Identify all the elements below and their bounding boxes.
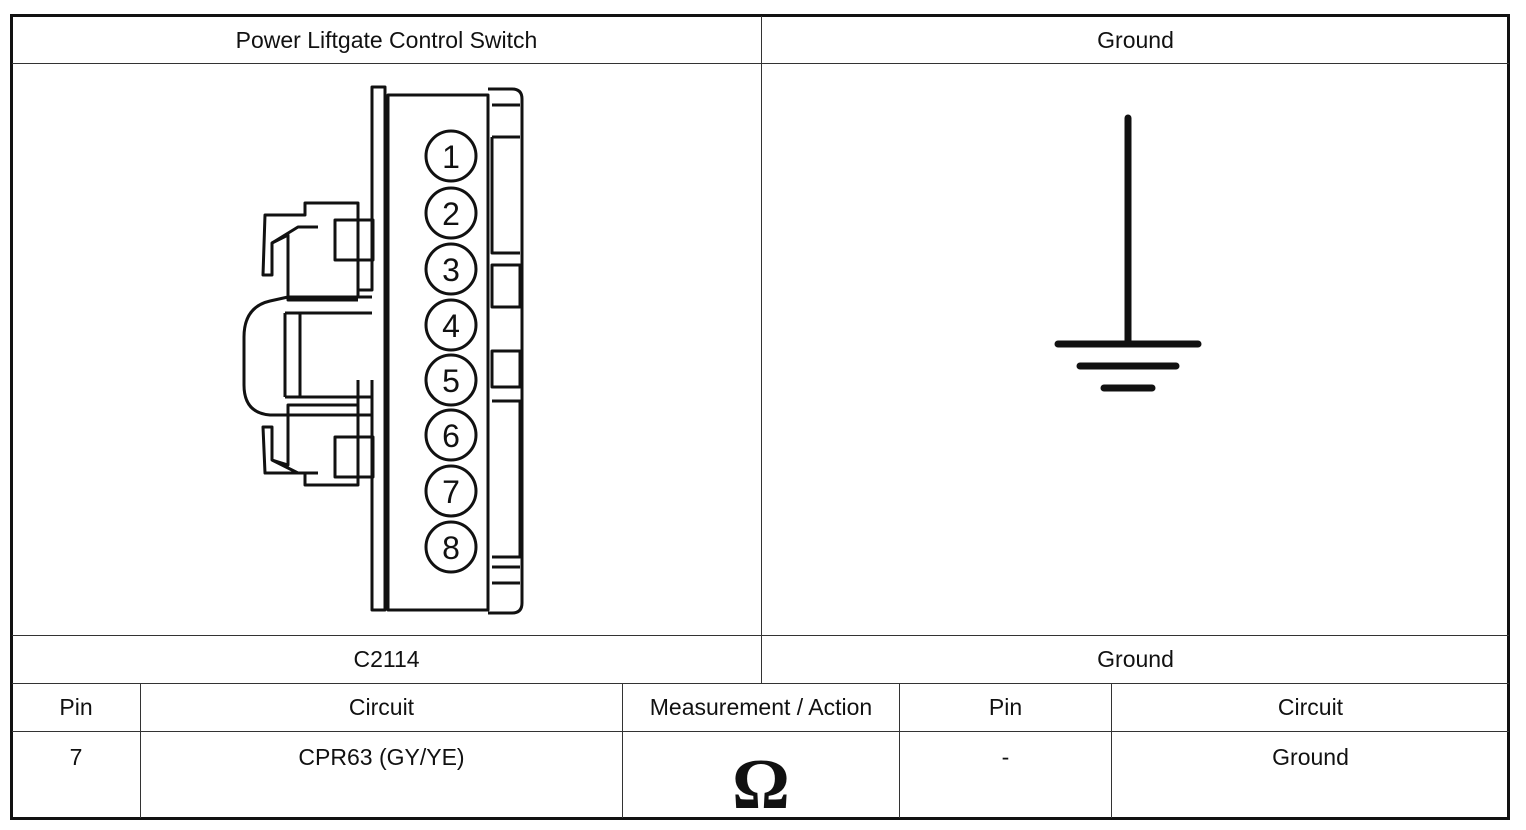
divider-col-1 (140, 684, 141, 818)
divider-center (761, 16, 762, 684)
column-header-circuit-a: Circuit (348, 694, 415, 720)
connector-id-right: Ground (1097, 646, 1174, 672)
row-pin-a: 7 (69, 744, 83, 770)
pin-5-label: 5 (442, 363, 460, 399)
pin-7-label: 7 (442, 474, 460, 510)
row-circuit-a: CPR63 (GY/YE) (298, 744, 465, 770)
column-header-pin-b: Pin (988, 694, 1023, 720)
divider-col-3 (899, 684, 900, 818)
pin-5-circle (424, 353, 478, 407)
ground-symbol-icon (1054, 114, 1202, 392)
pin-6-label: 6 (442, 418, 460, 454)
row-measurement: Ω (623, 732, 899, 824)
ohm-symbol-icon: Ω (732, 744, 790, 824)
connector-title: Power Liftgate Control Switch (235, 26, 538, 53)
pin-3-circle (424, 242, 478, 296)
pin-7-circle (424, 464, 478, 518)
divider-col-4 (1111, 684, 1112, 818)
column-header-circuit-b: Circuit (1277, 694, 1344, 720)
diagram-frame (10, 14, 1510, 820)
column-header-pin-a: Pin (59, 694, 93, 720)
connector-center-tab (242, 295, 372, 417)
connector-lower-latch (261, 380, 360, 487)
connector-right-cap (488, 87, 524, 615)
divider-header (12, 63, 1509, 64)
pin-circles (424, 129, 478, 574)
pin-1-label: 1 (442, 139, 460, 175)
connector-diagram: 1 2 3 4 5 6 7 8 (242, 85, 524, 615)
pin-2-label: 2 (442, 196, 460, 232)
pin-4-circle (424, 298, 478, 352)
divider-ids (12, 683, 1509, 684)
divider-col-2 (622, 684, 623, 818)
column-header-measurement: Measurement / Action (649, 694, 873, 720)
pin-8-label: 8 (442, 530, 460, 566)
pin-4-label: 4 (442, 308, 460, 344)
connector-front-lip (370, 85, 387, 612)
divider-columns (12, 731, 1509, 732)
pin-3-label: 3 (442, 252, 460, 288)
connector-upper-latch (261, 201, 360, 302)
divider-image (12, 635, 1509, 636)
ground-title: Ground (1097, 26, 1174, 53)
row-pin-b: - (1001, 744, 1010, 770)
connector-id-left: C2114 (353, 646, 420, 672)
pin-6-circle (424, 408, 478, 462)
pin-1-circle (424, 129, 478, 183)
pin-8-circle (424, 520, 478, 574)
row-circuit-b: Ground (1272, 744, 1349, 770)
pin-2-circle (424, 186, 478, 240)
connector-body (386, 93, 490, 612)
